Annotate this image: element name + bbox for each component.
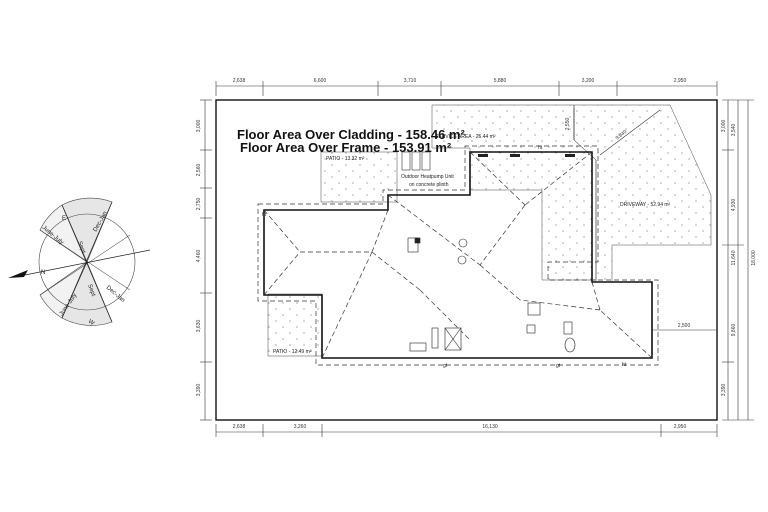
ht-label-top: ht <box>538 145 543 151</box>
service-dimension <box>573 108 716 331</box>
dim-right-3: 4,930 <box>731 199 737 212</box>
roof-outline-dashed <box>257 145 659 366</box>
left-dimension-labels: 3,000 2,560 2,750 4,460 3,630 3,390 <box>196 120 202 397</box>
top-dimension-line <box>215 81 718 96</box>
fixtures <box>407 237 576 353</box>
dim-left-4: 4,460 <box>196 250 202 263</box>
heatpump-units <box>401 151 431 171</box>
patio-bottom-hatch <box>267 293 323 357</box>
dim-top-4: 5,880 <box>494 78 507 84</box>
dim-right-overall: 18,000 <box>751 250 757 266</box>
compass-rose <box>19 197 151 326</box>
dim-right-2: 3,540 <box>731 124 737 137</box>
compass-east: E <box>62 216 66 222</box>
dim-left-1: 3,000 <box>196 120 202 133</box>
gt-label-1: gt <box>443 363 448 369</box>
bottom-dimension-line <box>215 424 718 437</box>
ht-label-bottom: ht <box>622 362 627 368</box>
roof-ridge-lines <box>263 151 653 359</box>
compass-north: N <box>41 270 45 276</box>
dim-bottom-1: 2,638 <box>233 424 246 430</box>
dim-left-6: 3,390 <box>196 384 202 397</box>
floor-area-cladding: Floor Area Over Cladding - 158.46 m² <box>237 127 465 142</box>
service-area-label: SERVICE AREA - 26.44 m² <box>435 134 496 140</box>
floor-area-frame: Floor Area Over Frame - 153.91 m² <box>240 140 452 155</box>
dim-top-6: 2,950 <box>674 78 687 84</box>
heatpump-label-1: Outdoor Heatpump Unit <box>401 174 454 180</box>
right-dimension-lines <box>722 99 754 421</box>
left-dimension-line <box>200 99 212 421</box>
dim-top-2: 6,600 <box>314 78 327 84</box>
compass-sept-bottom: Sept <box>86 284 96 298</box>
dim-left-3: 2,750 <box>196 198 202 211</box>
house-walls <box>263 151 653 359</box>
dim-top-1: 2,638 <box>233 78 246 84</box>
dim-service-2550: 2,550 <box>565 118 571 131</box>
dim-top-5: 3,200 <box>582 78 595 84</box>
dim-top-3: 3,710 <box>404 78 417 84</box>
ht-label-left: ht <box>262 212 267 218</box>
dim-right-5: 9,860 <box>731 324 737 337</box>
right-dimension-labels: 3,000 3,540 4,930 11,640 9,860 3,390 18,… <box>721 120 757 397</box>
heatpump-label-2: on concrete plinth <box>409 182 449 188</box>
dim-bottom-3: 16,130 <box>482 424 498 430</box>
patio-top-hatch <box>320 151 398 203</box>
driveway-label: DRIVEWAY - 52.94 m² <box>620 202 671 208</box>
dim-right-6: 3,390 <box>721 384 727 397</box>
patio-top-label: PATIO - 13.32 m² <box>326 156 365 162</box>
gt-label-2: gt <box>556 363 561 369</box>
top-dimension-labels: 2,638 6,600 3,710 5,880 3,200 2,950 <box>233 78 687 84</box>
dim-left-5: 3,630 <box>196 320 202 333</box>
dim-2500: 2,500 <box>678 323 691 329</box>
compass-west: W <box>87 319 95 327</box>
patio-bottom-label: PATIO - 12.49 m² <box>273 349 312 355</box>
dim-bottom-4: 2,950 <box>674 424 687 430</box>
gutter-marks <box>478 154 575 157</box>
compass-sept-top: Sept <box>76 241 86 255</box>
dim-left-2: 2,560 <box>196 164 202 177</box>
dim-right-4: 11,640 <box>731 250 737 265</box>
driveway-hatch <box>573 104 712 283</box>
dim-bottom-2: 3,260 <box>294 424 307 430</box>
site-boundary <box>215 99 718 421</box>
north-arrow-icon <box>8 270 28 278</box>
bottom-dimension-labels: 2,638 3,260 16,130 2,950 <box>233 424 687 430</box>
dim-right-1: 3,000 <box>721 120 727 133</box>
